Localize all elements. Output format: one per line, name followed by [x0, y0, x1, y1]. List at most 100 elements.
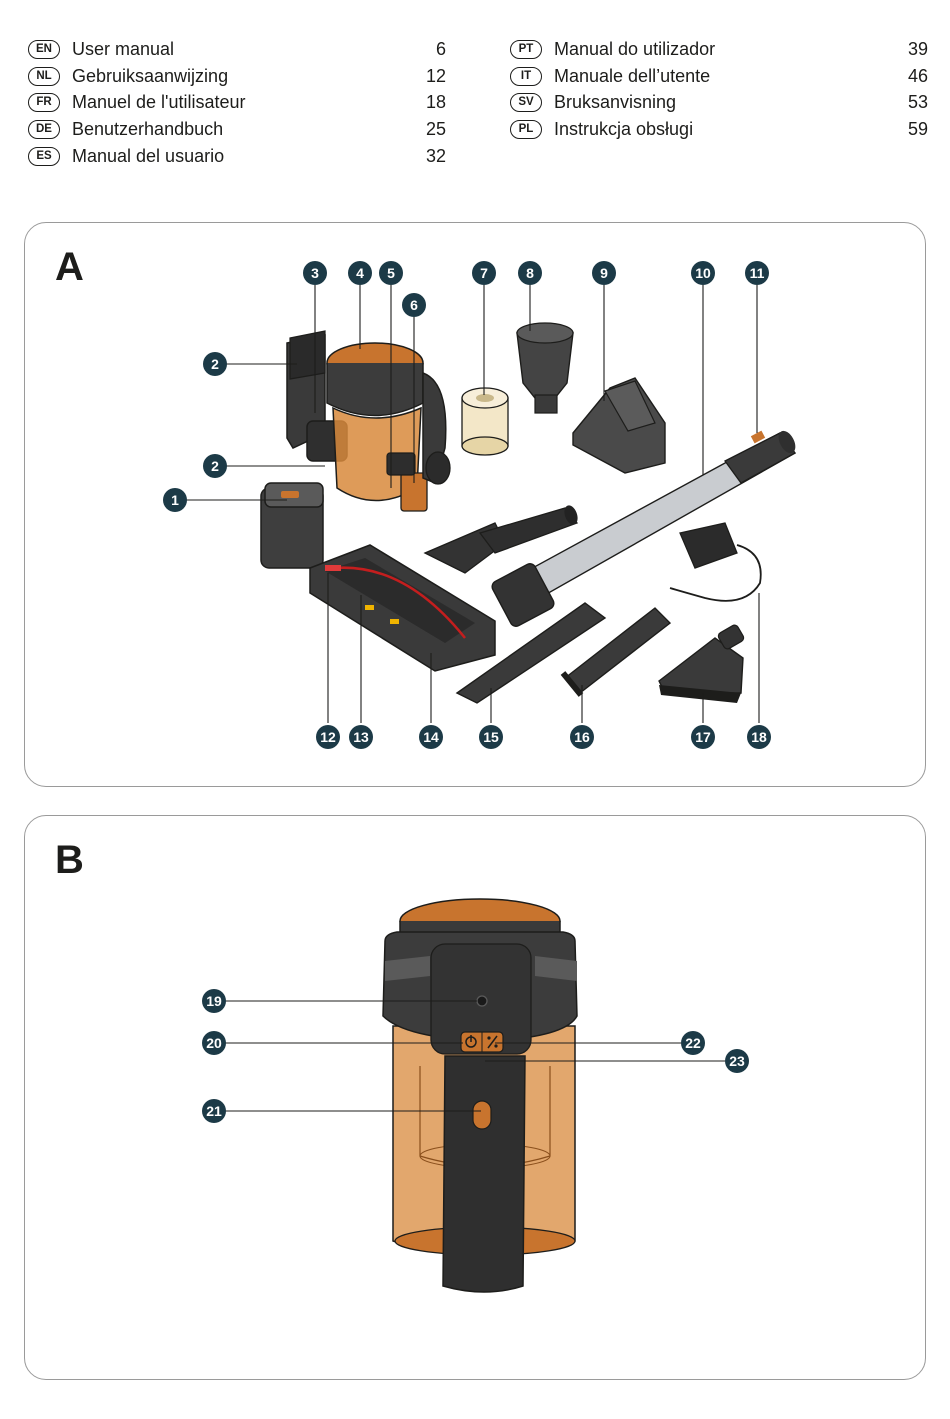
toc-title-de: Benutzerhandbuch: [72, 118, 224, 139]
callout-9: 9: [592, 261, 616, 285]
lang-badge-it: IT: [510, 66, 542, 86]
callout-8-label: 8: [526, 265, 534, 281]
callout-23: 23: [725, 1049, 749, 1073]
crevice-tool-illustration: [455, 602, 607, 704]
callout-12: 12: [316, 725, 340, 749]
callout-2-upper: 2: [203, 352, 227, 376]
panel-b-leader-lines: [225, 1000, 725, 1112]
toc-title-en: User manual: [72, 38, 175, 59]
callout-10-label: 10: [695, 265, 711, 281]
callout-13: 13: [349, 725, 373, 749]
cyclone-illustration: [516, 322, 574, 414]
lang-badge-en: EN: [28, 39, 60, 59]
callout-22-label: 22: [685, 1035, 701, 1051]
callout-3: 3: [303, 261, 327, 285]
toc-title-pt: Manual do utilizador: [554, 38, 716, 59]
callout-14: 14: [419, 725, 443, 749]
callout-17-label: 17: [695, 729, 711, 745]
callout-6-label: 6: [410, 297, 418, 313]
lang-badge-es: ES: [28, 146, 60, 166]
callout-9-label: 9: [600, 265, 608, 281]
toc-title-es: Manual del usuario: [72, 145, 225, 166]
filter-illustration: [461, 387, 509, 456]
panel-b-main-unit: B: [24, 815, 926, 1380]
callout-14-label: 14: [423, 729, 439, 745]
lang-badge-nl: NL: [28, 66, 60, 86]
callout-21-label: 21: [206, 1103, 222, 1119]
toc-page-it: 46: [907, 65, 928, 86]
toc-row-nl[interactable]: NL Gebruiksaanwijzing 12: [28, 63, 446, 90]
toc-page-en: 6: [435, 38, 446, 59]
callout-4: 4: [348, 261, 372, 285]
callout-2-upper-label: 2: [211, 356, 219, 372]
callout-15-label: 15: [483, 729, 499, 745]
toc-right: PT Manual do utilizador 39 IT Manuale de…: [510, 36, 928, 166]
extension-tube-illustration: [491, 430, 797, 627]
callout-20-label: 20: [206, 1035, 222, 1051]
callout-16: 16: [570, 725, 594, 749]
panel-a-illustration: 1 2 2 3 4 5 6 7: [163, 261, 797, 749]
panel-a-components: A: [24, 222, 926, 787]
callout-3-label: 3: [311, 265, 319, 281]
charger-illustration: [669, 522, 762, 602]
toc-row-fr[interactable]: FR Manuel de l'utilisateur 18: [28, 89, 446, 116]
lang-badge-fr: FR: [28, 93, 60, 113]
toc-page-pt: 39: [907, 38, 928, 59]
callout-7-label: 7: [480, 265, 488, 281]
callout-10: 10: [691, 261, 715, 285]
boost-mode-icon: [487, 1035, 498, 1049]
callout-2-lower-label: 2: [211, 458, 219, 474]
callout-4-label: 4: [356, 265, 364, 281]
toc-title-pl: Instrukcja obsługi: [554, 118, 694, 139]
callout-1-label: 1: [171, 492, 179, 508]
toc-page-es: 32: [425, 145, 446, 166]
callout-1: 1: [163, 488, 187, 512]
callout-11-label: 11: [750, 265, 765, 281]
callout-21: 21: [202, 1099, 226, 1123]
callout-19-label: 19: [206, 993, 222, 1009]
toc-title-sv: Bruksanvisning: [554, 92, 677, 113]
toc-left: EN User manual 6 NL Gebruiksaanwijzing 1…: [28, 36, 446, 166]
callout-20: 20: [202, 1031, 226, 1055]
toc-page-de: 25: [425, 118, 446, 139]
callout-6: 6: [402, 293, 426, 317]
lang-badge-sv: SV: [510, 93, 542, 113]
floor-head-illustration: [309, 505, 579, 672]
toc-title-fr: Manuel de l'utilisateur: [72, 92, 246, 113]
toc-row-es[interactable]: ES Manual del usuario 32: [28, 143, 446, 170]
battery-illustration: [260, 482, 324, 569]
toc-row-sv[interactable]: SV Bruksanvisning 53: [510, 89, 928, 116]
panel-a-leader-lines: [184, 285, 760, 723]
callout-8: 8: [518, 261, 542, 285]
lang-badge-pl: PL: [510, 119, 542, 139]
toc-title-it: Manuale dell’utente: [554, 65, 711, 86]
toc-row-en[interactable]: EN User manual 6: [28, 36, 446, 63]
callout-11: 11: [745, 261, 769, 285]
lang-badge-de: DE: [28, 119, 60, 139]
callout-19: 19: [202, 989, 226, 1013]
lang-badge-pt: PT: [510, 39, 542, 59]
toc-title-nl: Gebruiksaanwijzing: [72, 65, 229, 86]
callout-22: 22: [681, 1031, 705, 1055]
callout-12-label: 12: [320, 729, 336, 745]
callout-2-lower: 2: [203, 454, 227, 478]
brush-tool-illustration: [560, 607, 672, 697]
toc-row-pl[interactable]: PL Instrukcja obsługi 59: [510, 116, 928, 143]
toc-row-de[interactable]: DE Benutzerhandbuch 25: [28, 116, 446, 143]
toc-page-sv: 53: [907, 92, 928, 113]
toc-row-pt[interactable]: PT Manual do utilizador 39: [510, 36, 928, 63]
callout-5-label: 5: [387, 265, 395, 281]
toc-page-pl: 59: [907, 118, 928, 139]
callout-13-label: 13: [353, 729, 369, 745]
callout-7: 7: [472, 261, 496, 285]
callout-17: 17: [691, 725, 715, 749]
callout-18: 18: [747, 725, 771, 749]
main-unit-rear-illustration: [382, 898, 578, 1293]
panel-b-illustration: 19 20 21 22 23: [202, 898, 749, 1293]
panel-a-letter: A: [55, 245, 84, 289]
main-unit-illustration: [286, 330, 451, 512]
toc-row-it[interactable]: IT Manuale dell’utente 46: [510, 63, 928, 90]
wall-mount-illustration: [572, 377, 666, 474]
toc-page-nl: 12: [425, 65, 446, 86]
upholstery-brush-illustration: [658, 624, 745, 703]
